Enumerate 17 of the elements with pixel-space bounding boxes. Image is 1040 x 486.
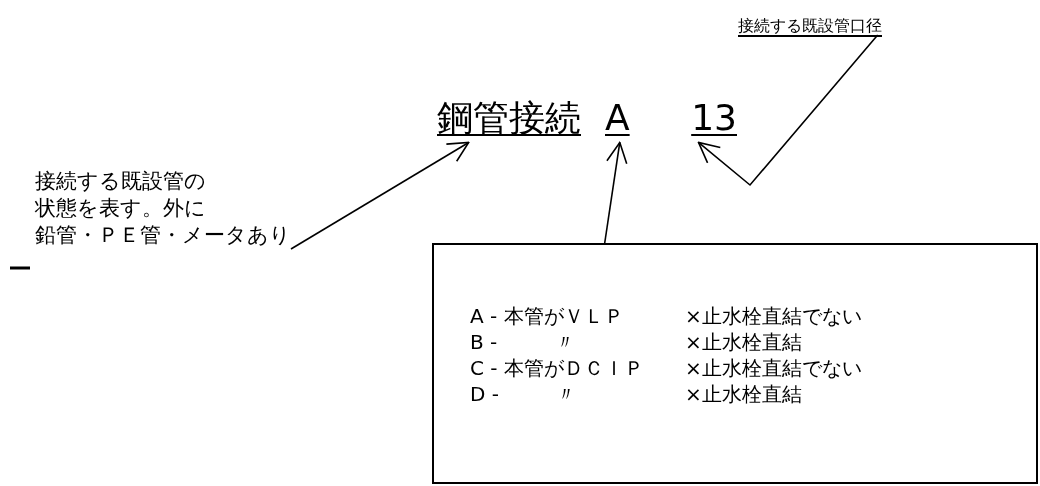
underlined-text: A	[605, 96, 630, 139]
underlined-text: 13	[660, 96, 737, 139]
condition-text: ×止水栓直結	[685, 329, 802, 355]
underlined-text: 接続する既設管口径	[738, 16, 882, 35]
annotation-text: 接続する既設管の状態を表す。外に鉛管・ＰＥ管・メータあり	[35, 168, 291, 249]
leader-arrow	[603, 141, 628, 244]
code-text: B - 〃	[470, 329, 575, 355]
note-box	[432, 243, 1038, 484]
condition-text: ×止水栓直結でない	[685, 355, 862, 381]
condition-text: ×止水栓直結	[685, 381, 802, 407]
code-text: A - 本管がＶＬＰ	[470, 303, 624, 329]
code-text: C - 本管がＤＣＩＰ	[470, 355, 644, 381]
leader-arrow	[290, 141, 470, 250]
leader-arrow	[697, 34, 879, 187]
code-text: D - 〃	[470, 381, 577, 407]
condition-text: ×止水栓直結でない	[685, 303, 862, 329]
underlined-text: 鋼管接続	[437, 96, 581, 139]
